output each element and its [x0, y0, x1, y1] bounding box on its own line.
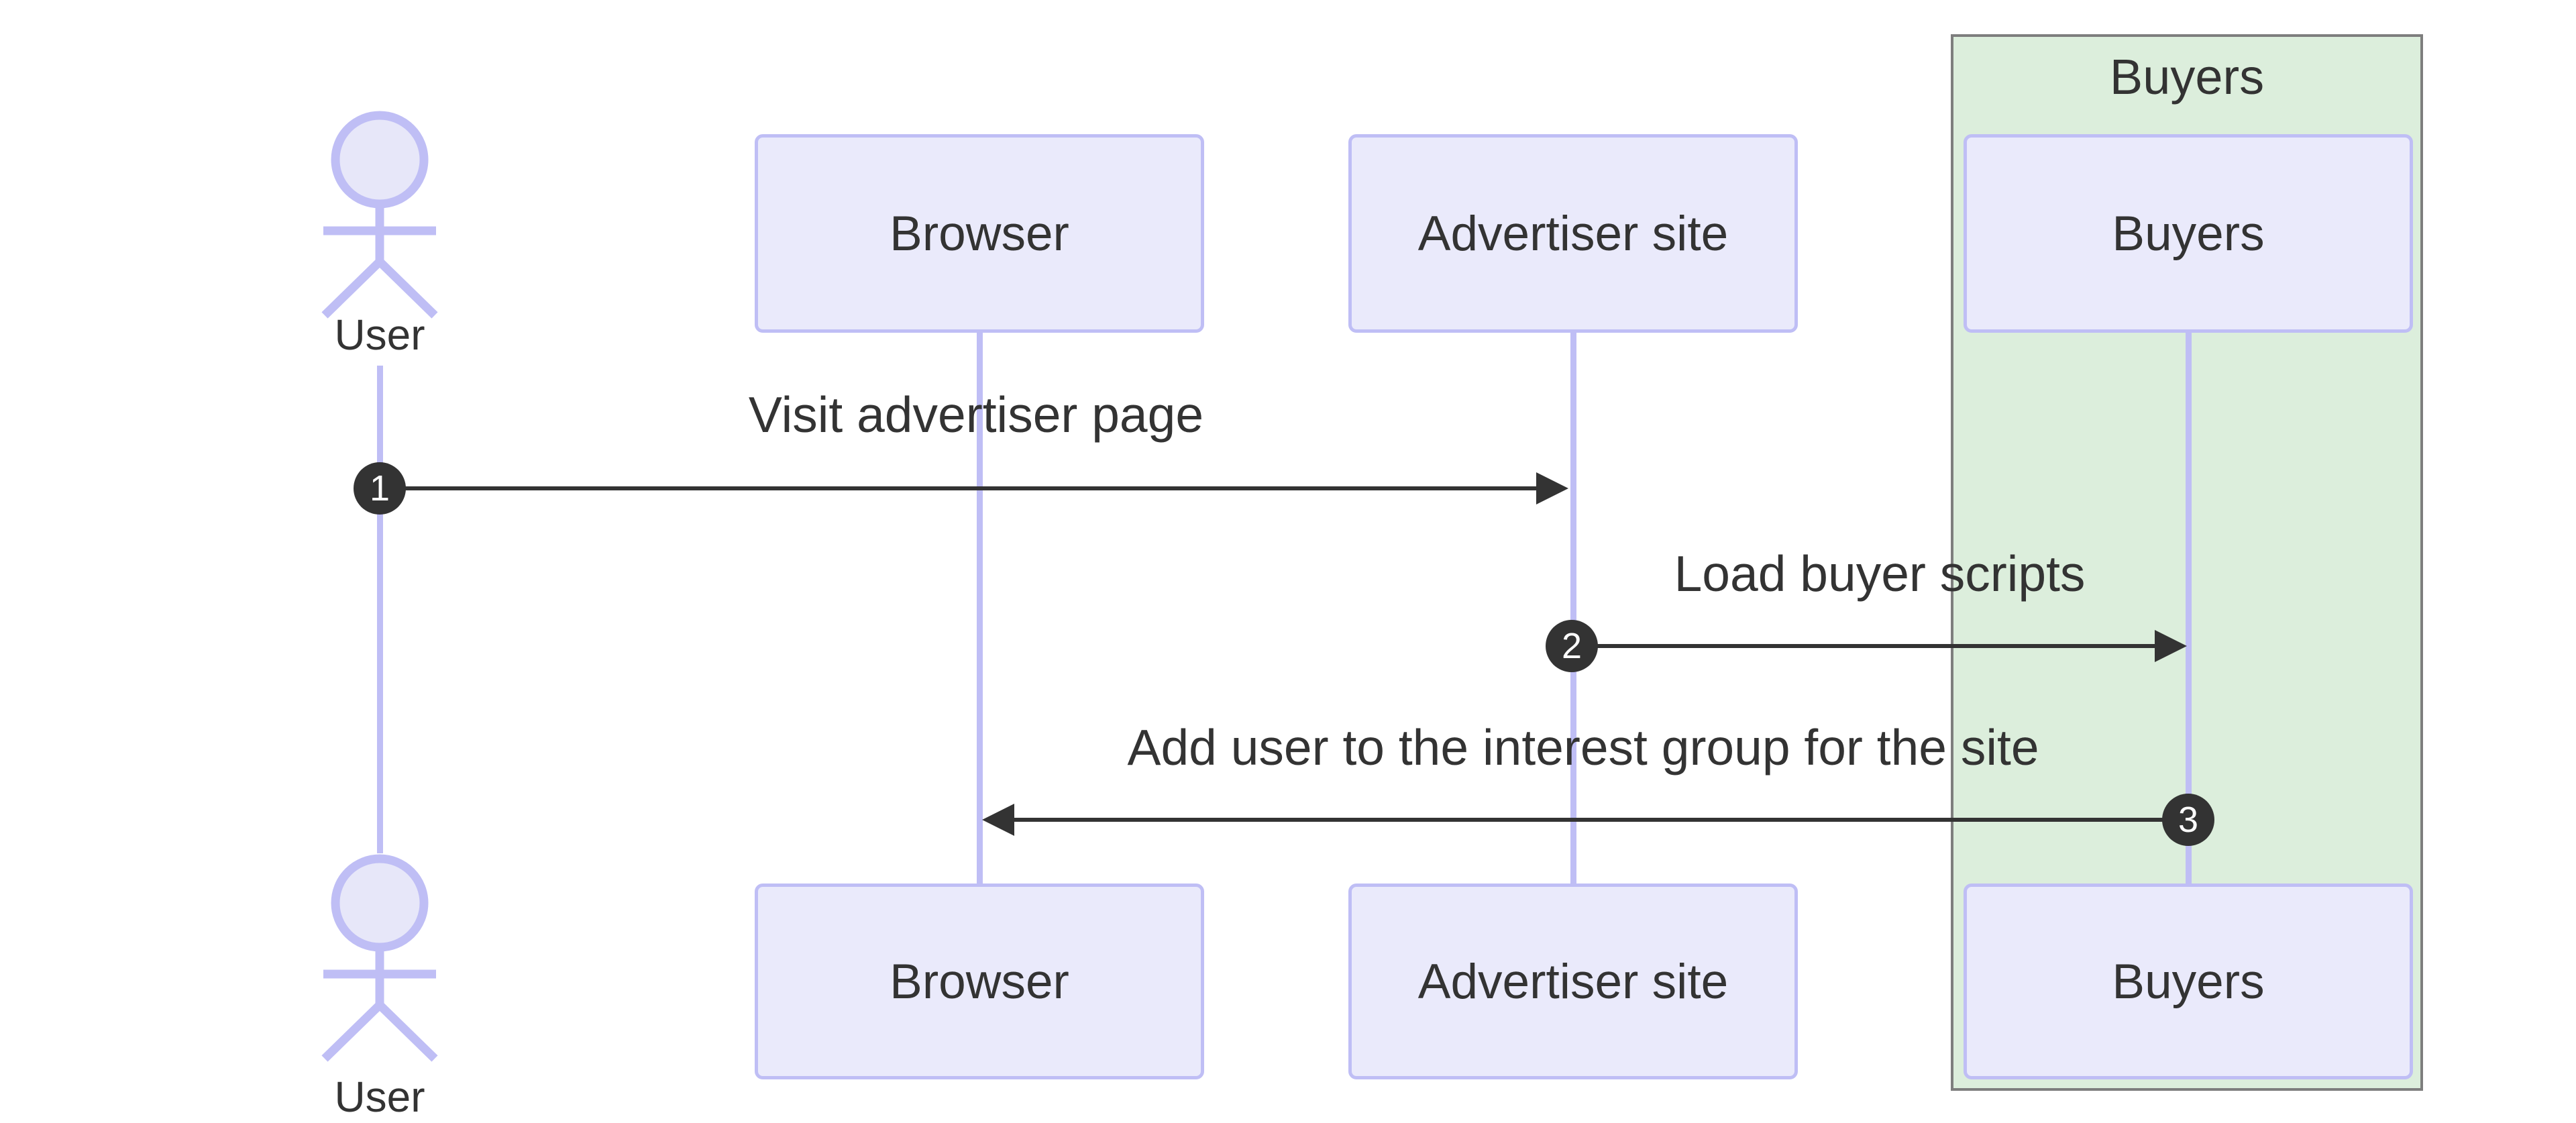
buyers-group-label: Buyers — [2109, 49, 2265, 105]
message-3-arrow — [1013, 818, 2188, 822]
actor-label: User — [334, 1073, 425, 1121]
message-3-label: Add user to the interest group for the s… — [1127, 719, 2039, 776]
participant-browser-bottom: Browser — [755, 884, 1204, 1079]
participant-label: Buyers — [2112, 206, 2265, 261]
participant-label: Browser — [890, 206, 1069, 261]
lifeline-user — [377, 366, 383, 853]
participant-label: Advertiser site — [1417, 954, 1729, 1009]
lifeline-advertiser-site — [1570, 333, 1576, 884]
arrowhead-right-icon — [1536, 472, 1568, 504]
message-1-label: Visit advertiser page — [748, 386, 1204, 443]
actor-label: User — [334, 311, 425, 359]
actor-icon — [321, 111, 438, 319]
participant-label: Browser — [890, 954, 1069, 1009]
participant-advertiser-site-top: Advertiser site — [1348, 134, 1798, 333]
participant-label: Advertiser site — [1417, 206, 1729, 261]
lifeline-buyers — [2186, 333, 2192, 884]
participant-browser-top: Browser — [755, 134, 1204, 333]
participant-label: Buyers — [2112, 954, 2265, 1009]
message-2-label: Load buyer scripts — [1674, 545, 2086, 602]
lifeline-browser — [977, 333, 983, 884]
message-1-arrow — [380, 486, 1538, 490]
participant-buyers-top: Buyers — [1964, 134, 2413, 333]
arrowhead-right-icon — [2155, 630, 2187, 662]
participant-advertiser-site-bottom: Advertiser site — [1348, 884, 1798, 1079]
arrowhead-left-icon — [982, 804, 1014, 836]
message-1-number-badge: 1 — [354, 462, 406, 515]
participant-buyers-bottom: Buyers — [1964, 884, 2413, 1079]
message-2-number-badge: 2 — [1546, 620, 1598, 672]
message-3-number-badge: 3 — [2162, 794, 2214, 846]
message-2-arrow — [1572, 644, 2156, 648]
actor-icon — [321, 854, 438, 1062]
